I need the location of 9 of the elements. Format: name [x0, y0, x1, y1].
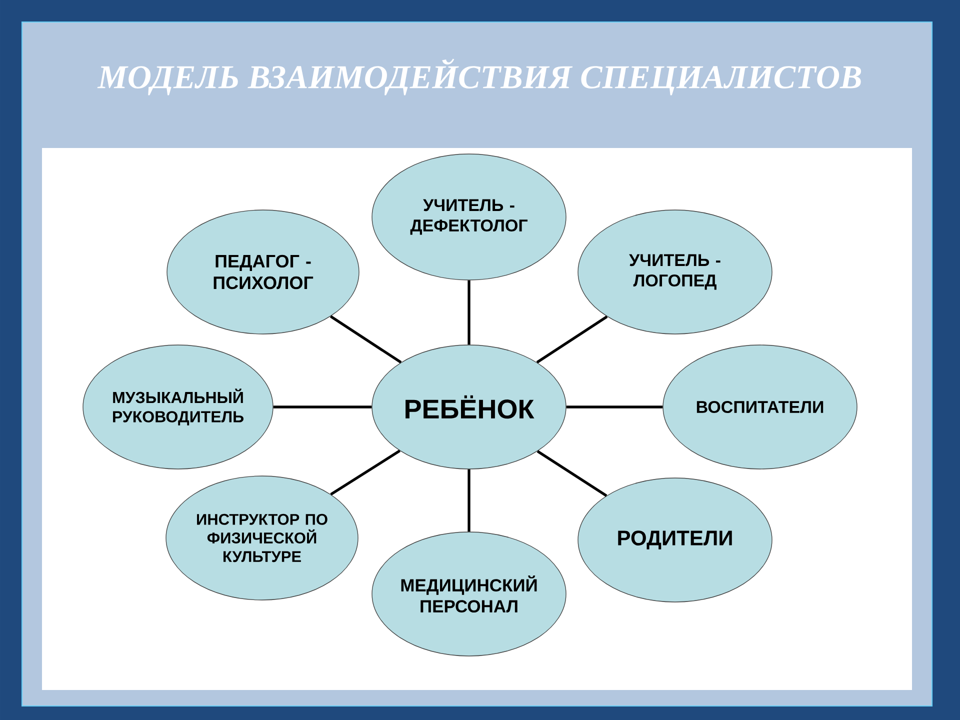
connector-line	[536, 315, 608, 364]
connector-line	[330, 450, 400, 496]
connector-line	[566, 406, 663, 408]
connector-line	[468, 469, 470, 532]
connector-line	[330, 315, 402, 364]
connector-line	[273, 406, 372, 408]
slide-title: МОДЕЛЬ ВЗАИМОДЕЙСТВИЯ СПЕЦИАЛИСТОВ	[97, 58, 862, 96]
connector-line	[468, 280, 470, 345]
connector-line	[536, 450, 608, 497]
